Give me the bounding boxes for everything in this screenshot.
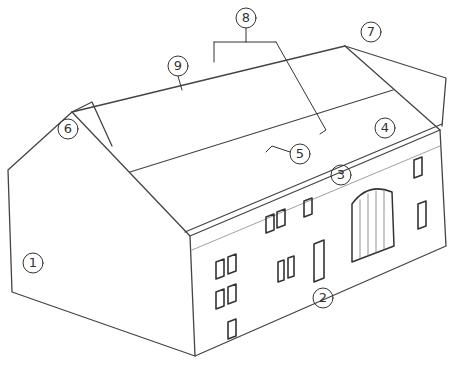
eave-line xyxy=(185,124,442,232)
callout-number: 5 xyxy=(290,145,310,163)
callout-number: 9 xyxy=(168,57,188,75)
front-wall xyxy=(190,130,446,356)
hip-gable xyxy=(72,102,112,146)
roof-break-line xyxy=(130,90,393,172)
callout-number: 4 xyxy=(375,119,395,137)
callout-number: 1 xyxy=(23,254,43,272)
callout-number: 2 xyxy=(313,289,333,307)
leader-lines xyxy=(178,28,326,152)
door-boards xyxy=(360,190,384,258)
windows xyxy=(216,157,426,339)
arched-door xyxy=(352,189,394,262)
wall-band xyxy=(192,146,440,250)
gable-wall xyxy=(8,112,195,356)
callout-number: 3 xyxy=(331,166,351,184)
callout-number: 8 xyxy=(236,9,256,27)
callout-number: 6 xyxy=(58,120,78,138)
door xyxy=(314,240,324,282)
callout-number: 7 xyxy=(361,23,381,41)
callout-circles xyxy=(23,8,395,308)
back-roof xyxy=(345,46,446,126)
